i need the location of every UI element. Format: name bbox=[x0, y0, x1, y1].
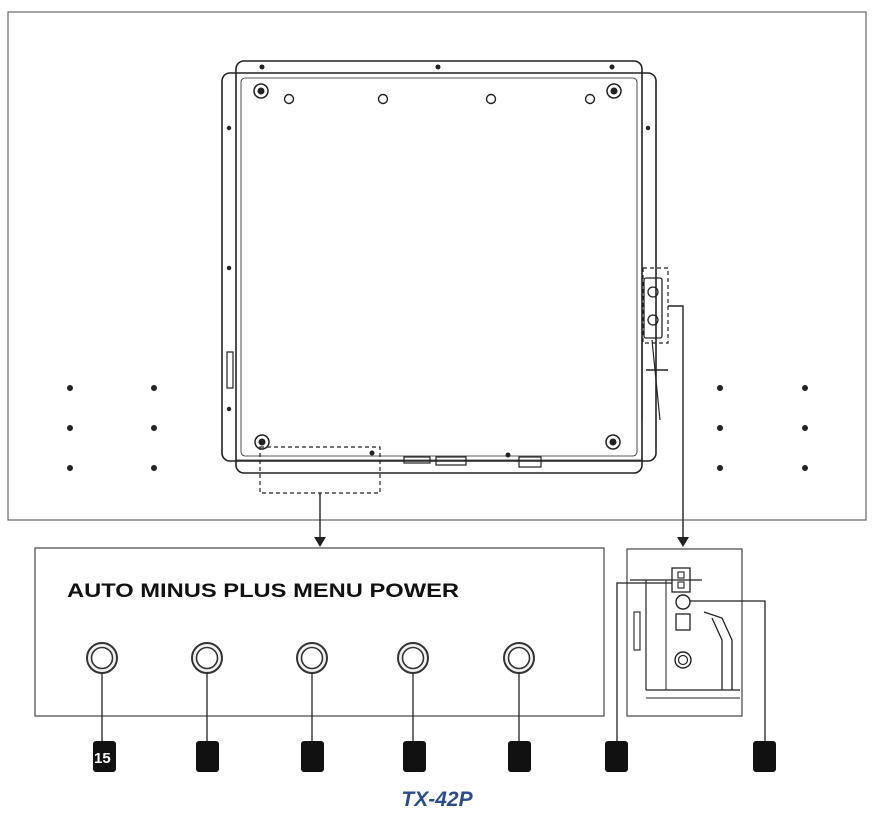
side-switch-knob bbox=[647, 314, 659, 326]
callout-badge bbox=[403, 741, 426, 772]
outer-frame bbox=[7, 11, 867, 521]
body-outline-tall bbox=[235, 60, 643, 474]
side-button bbox=[675, 613, 691, 631]
mounting-dots-right bbox=[717, 385, 808, 471]
side-bracket bbox=[703, 611, 733, 690]
screw-hole bbox=[584, 93, 596, 105]
mounting-screw bbox=[435, 64, 441, 70]
connector-port bbox=[518, 456, 542, 468]
side-screw bbox=[226, 406, 232, 412]
zoom-arrow-switch bbox=[668, 305, 689, 547]
switch-area-highlight bbox=[642, 267, 669, 344]
switch-panel-detail bbox=[626, 548, 743, 717]
side-jack bbox=[674, 651, 692, 669]
side-switch-housing bbox=[643, 277, 663, 339]
mounting-screw bbox=[609, 64, 615, 70]
side-cable bbox=[651, 339, 661, 421]
control-button-power bbox=[503, 642, 535, 674]
body-fill bbox=[222, 73, 656, 461]
control-button-menu bbox=[397, 642, 429, 674]
screw-hole-double bbox=[606, 83, 622, 99]
callout-badge bbox=[301, 741, 324, 772]
zoom-arrow-buttons bbox=[314, 493, 326, 547]
screw-hole-double bbox=[254, 434, 270, 450]
button-panel-detail: AUTO MINUS PLUS MENU POWER bbox=[34, 547, 605, 717]
monitor-back-body bbox=[221, 60, 668, 474]
panel-tab bbox=[633, 611, 641, 651]
body-outline-wide bbox=[221, 72, 657, 462]
control-button-minus bbox=[191, 642, 223, 674]
button-panel-frame bbox=[34, 547, 605, 717]
dip-switch bbox=[671, 567, 691, 593]
mounting-screw bbox=[369, 450, 375, 456]
switch-panel-frame bbox=[626, 548, 743, 717]
side-bracket bbox=[226, 351, 234, 389]
connector-port bbox=[435, 456, 467, 466]
callout-badge-15: 15 bbox=[93, 741, 116, 772]
body-inner-outline bbox=[240, 77, 638, 457]
callout-badge bbox=[753, 741, 776, 772]
mounting-screw bbox=[259, 64, 265, 70]
control-button-plus bbox=[296, 642, 328, 674]
indicator-led bbox=[675, 594, 691, 610]
screw-hole-double bbox=[253, 83, 269, 99]
dip-switch-toggle bbox=[677, 581, 685, 589]
button-panel-label: AUTO MINUS PLUS MENU POWER bbox=[67, 581, 459, 602]
mounting-screw bbox=[505, 452, 511, 458]
screw-hole-double bbox=[605, 434, 621, 450]
model-name: TX-42P bbox=[401, 788, 473, 811]
callout-badge bbox=[196, 741, 219, 772]
connector-port bbox=[403, 456, 431, 464]
side-screw bbox=[645, 125, 651, 131]
mounting-dots-left bbox=[67, 385, 157, 471]
side-screw bbox=[226, 265, 232, 271]
control-button-auto bbox=[86, 642, 118, 674]
dip-switch-toggle bbox=[677, 571, 685, 579]
side-switch-knob bbox=[647, 286, 659, 298]
screw-hole bbox=[283, 93, 295, 105]
callout-badge bbox=[605, 741, 628, 772]
screw-hole bbox=[485, 93, 497, 105]
side-screw bbox=[226, 125, 232, 131]
callout-badge bbox=[508, 741, 531, 772]
screw-hole bbox=[377, 93, 389, 105]
callout-lines bbox=[101, 582, 766, 742]
callout-number: 15 bbox=[94, 750, 111, 767]
